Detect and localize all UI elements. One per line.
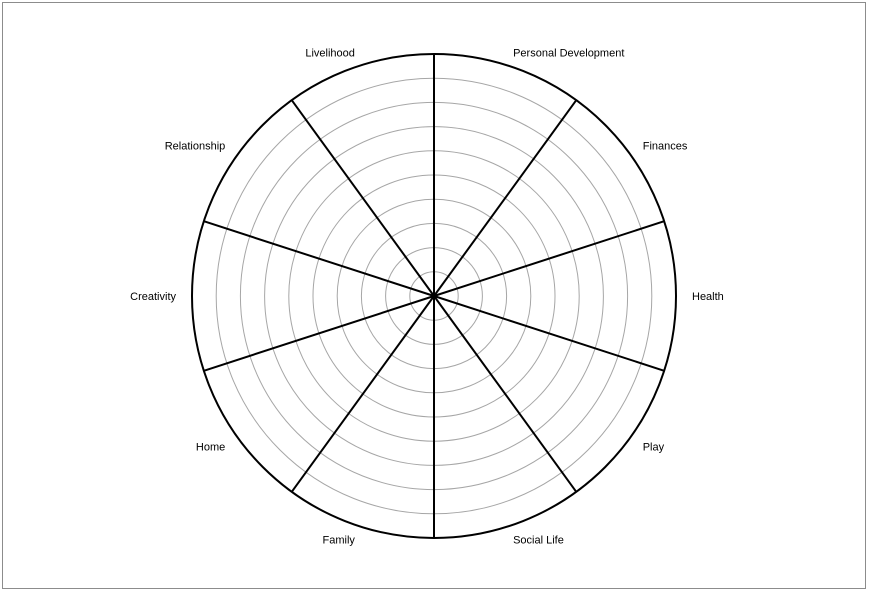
spoke-line (203, 295, 435, 372)
category-label: Relationship (165, 141, 226, 153)
category-label: Personal Development (513, 48, 624, 60)
spoke-line (203, 220, 435, 297)
category-label: Family (323, 534, 356, 546)
spoke-line (433, 99, 578, 297)
spoke-line (433, 295, 578, 493)
category-label: Creativity (130, 291, 176, 303)
category-label: Livelihood (305, 48, 355, 60)
category-label: Finances (643, 141, 688, 153)
spoke-line (433, 295, 665, 372)
spoke-line (290, 99, 435, 297)
spoke-line (290, 295, 435, 493)
category-label: Play (643, 441, 665, 453)
category-label: Health (692, 291, 724, 303)
category-label: Social Life (513, 534, 564, 546)
spoke-line (433, 220, 665, 297)
category-label: Home (196, 441, 225, 453)
